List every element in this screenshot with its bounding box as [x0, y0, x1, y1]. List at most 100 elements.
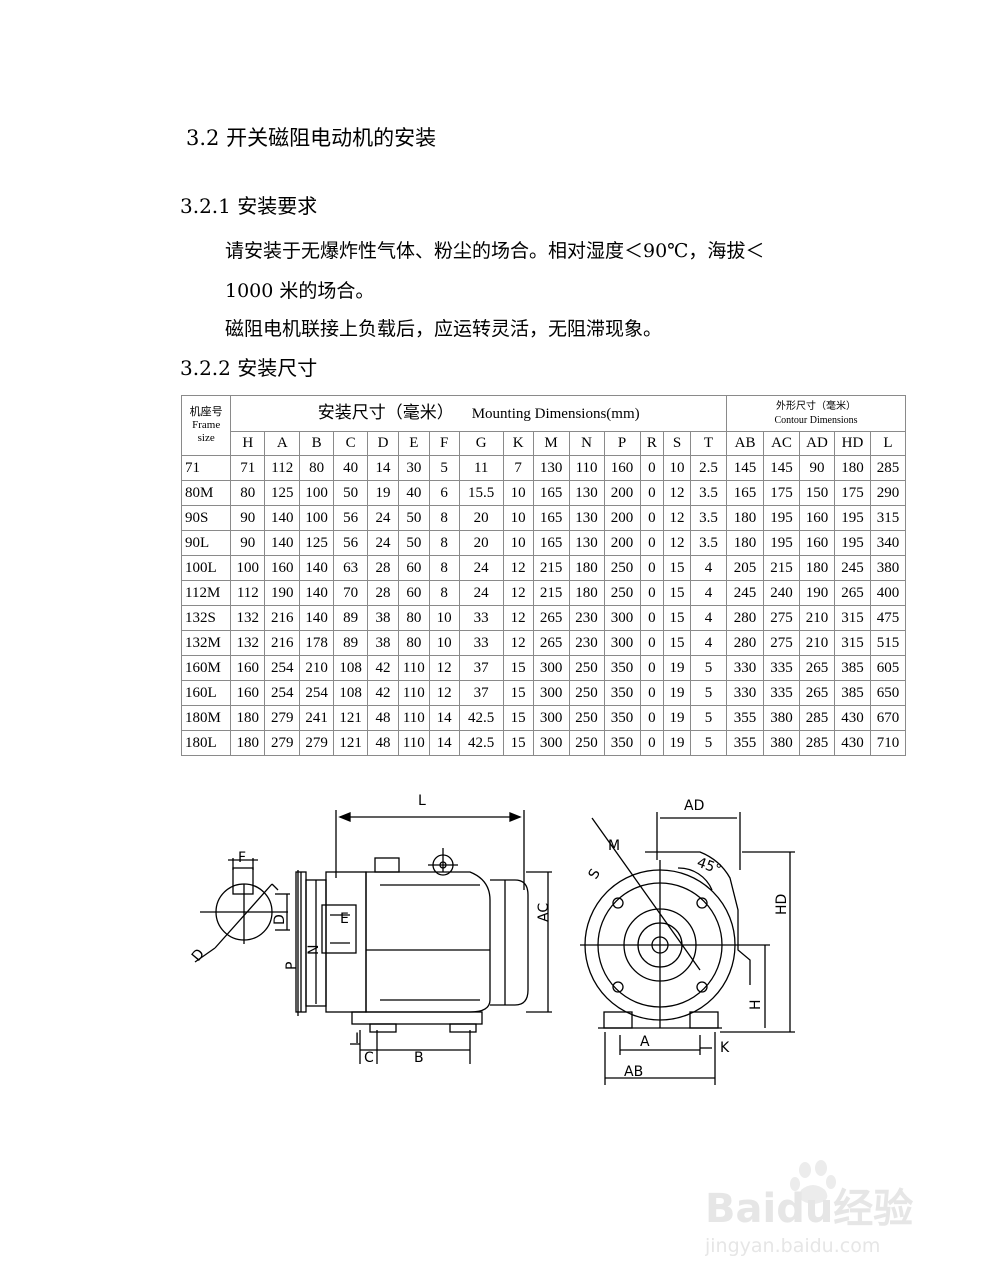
dimension-cell: 50 — [333, 480, 369, 506]
label-F: F — [238, 850, 246, 866]
dimension-cell: 515 — [869, 630, 907, 656]
dimension-cell: 5 — [689, 655, 728, 681]
dimension-cell: 250 — [568, 730, 605, 756]
dimension-cell: 80 — [397, 605, 430, 631]
dimension-cell: 180 — [726, 530, 765, 556]
dimension-cell: 33 — [458, 605, 504, 631]
dimension-cell: 24 — [367, 530, 399, 556]
dimension-cell: 355 — [726, 730, 765, 756]
dimension-cell: 0 — [639, 455, 665, 481]
column-header-ac: AC — [763, 431, 801, 456]
dimension-cell: 8 — [428, 580, 460, 606]
column-header-m: M — [532, 431, 570, 456]
dimensions-title: 3.2.2 安装尺寸 — [180, 356, 318, 380]
dimension-cell: 195 — [763, 505, 801, 531]
label-L: L — [418, 793, 426, 809]
dimension-cell: 3.5 — [689, 505, 728, 531]
dimension-cell: 265 — [532, 605, 570, 631]
dimension-cell: 215 — [532, 580, 570, 606]
dimension-cell: 80 — [299, 455, 335, 481]
dimension-cell: 230 — [568, 630, 605, 656]
column-header-c: C — [333, 431, 369, 456]
dimension-cell: 42.5 — [458, 730, 504, 756]
dimension-cell: 63 — [333, 555, 369, 581]
motor-end-view — [580, 812, 795, 1085]
dimensions-table: 机座号 Frame size 安装尺寸（毫米）Mounting Dimensio… — [180, 395, 907, 756]
dimension-cell: 670 — [869, 705, 907, 731]
dimension-cell: 160 — [603, 455, 641, 481]
dimension-cell: 265 — [532, 630, 570, 656]
dimension-cell: 28 — [367, 580, 399, 606]
dimension-cell: 178 — [299, 630, 335, 656]
label-E: E — [340, 911, 349, 927]
dimension-cell: 10 — [428, 605, 460, 631]
dimension-cell: 175 — [833, 480, 871, 506]
dimension-cell: 5 — [689, 730, 728, 756]
dimension-cell: 180 — [726, 505, 765, 531]
shaft-section-view — [194, 858, 290, 963]
column-header-a: A — [264, 431, 301, 456]
dimension-cell: 11 — [458, 455, 504, 481]
dimension-cell: 42.5 — [458, 705, 504, 731]
dimension-cell: 125 — [264, 480, 301, 506]
dimension-cell: 60 — [397, 580, 430, 606]
dimension-cell: 37 — [458, 680, 504, 706]
column-header-b: B — [299, 431, 335, 456]
dimension-cell: 10 — [428, 630, 460, 656]
dimension-cell: 150 — [799, 480, 835, 506]
label-angle: 45° — [695, 855, 724, 879]
dimension-cell: 40 — [397, 480, 430, 506]
dimension-cell: 14 — [428, 730, 460, 756]
dimension-cell: 24 — [458, 580, 504, 606]
dimension-cell: 215 — [532, 555, 570, 581]
label-B: B — [414, 1050, 424, 1066]
label-C: C — [364, 1050, 374, 1066]
dimension-cell: 605 — [869, 655, 907, 681]
dimension-cell: 165 — [532, 530, 570, 556]
motor-side-view — [295, 810, 552, 1064]
dimension-cell: 210 — [799, 630, 835, 656]
dimension-cell: 33 — [458, 630, 504, 656]
dimension-cell: 165 — [726, 480, 765, 506]
dimension-cell: 245 — [833, 555, 871, 581]
dimension-cell: 12 — [663, 480, 691, 506]
dimension-cell: 385 — [833, 680, 871, 706]
dimension-cell: 70 — [333, 580, 369, 606]
dimension-cell: 20 — [458, 505, 504, 531]
dimension-cell: 140 — [299, 555, 335, 581]
mounting-header-en: Mounting Dimensions(mm) — [471, 406, 640, 422]
requirement-line-2: 1000 米的场合。 — [225, 280, 375, 302]
dimension-cell: 210 — [299, 655, 335, 681]
dimension-cell: 15 — [502, 680, 534, 706]
mounting-header-cn: 安装尺寸（毫米） — [317, 403, 454, 422]
dimension-cell: 195 — [833, 530, 871, 556]
dimension-cell: 285 — [799, 730, 835, 756]
dimension-cell: 279 — [264, 730, 301, 756]
dimension-cell: 108 — [333, 680, 369, 706]
paw-icon — [790, 1160, 836, 1204]
frame-size-cell: 71 — [180, 455, 232, 481]
column-header-p: P — [603, 431, 641, 456]
dimension-cell: 180 — [568, 555, 605, 581]
column-header-g: G — [458, 431, 504, 456]
dimension-cell: 200 — [603, 480, 641, 506]
dimension-cell: 15 — [502, 655, 534, 681]
dimension-cell: 160 — [230, 680, 266, 706]
frame-header-cn: 机座号 — [189, 406, 223, 418]
dimension-cell: 15 — [502, 730, 534, 756]
dimension-cell: 400 — [869, 580, 907, 606]
dimension-cell: 380 — [869, 555, 907, 581]
label-D-shaft: D — [272, 914, 288, 925]
dimension-cell: 112 — [264, 455, 301, 481]
dimension-cell: 195 — [763, 530, 801, 556]
dimension-cell: 265 — [833, 580, 871, 606]
dimension-cell: 279 — [299, 730, 335, 756]
dimension-cell: 300 — [532, 705, 570, 731]
dimension-cell: 250 — [568, 655, 605, 681]
